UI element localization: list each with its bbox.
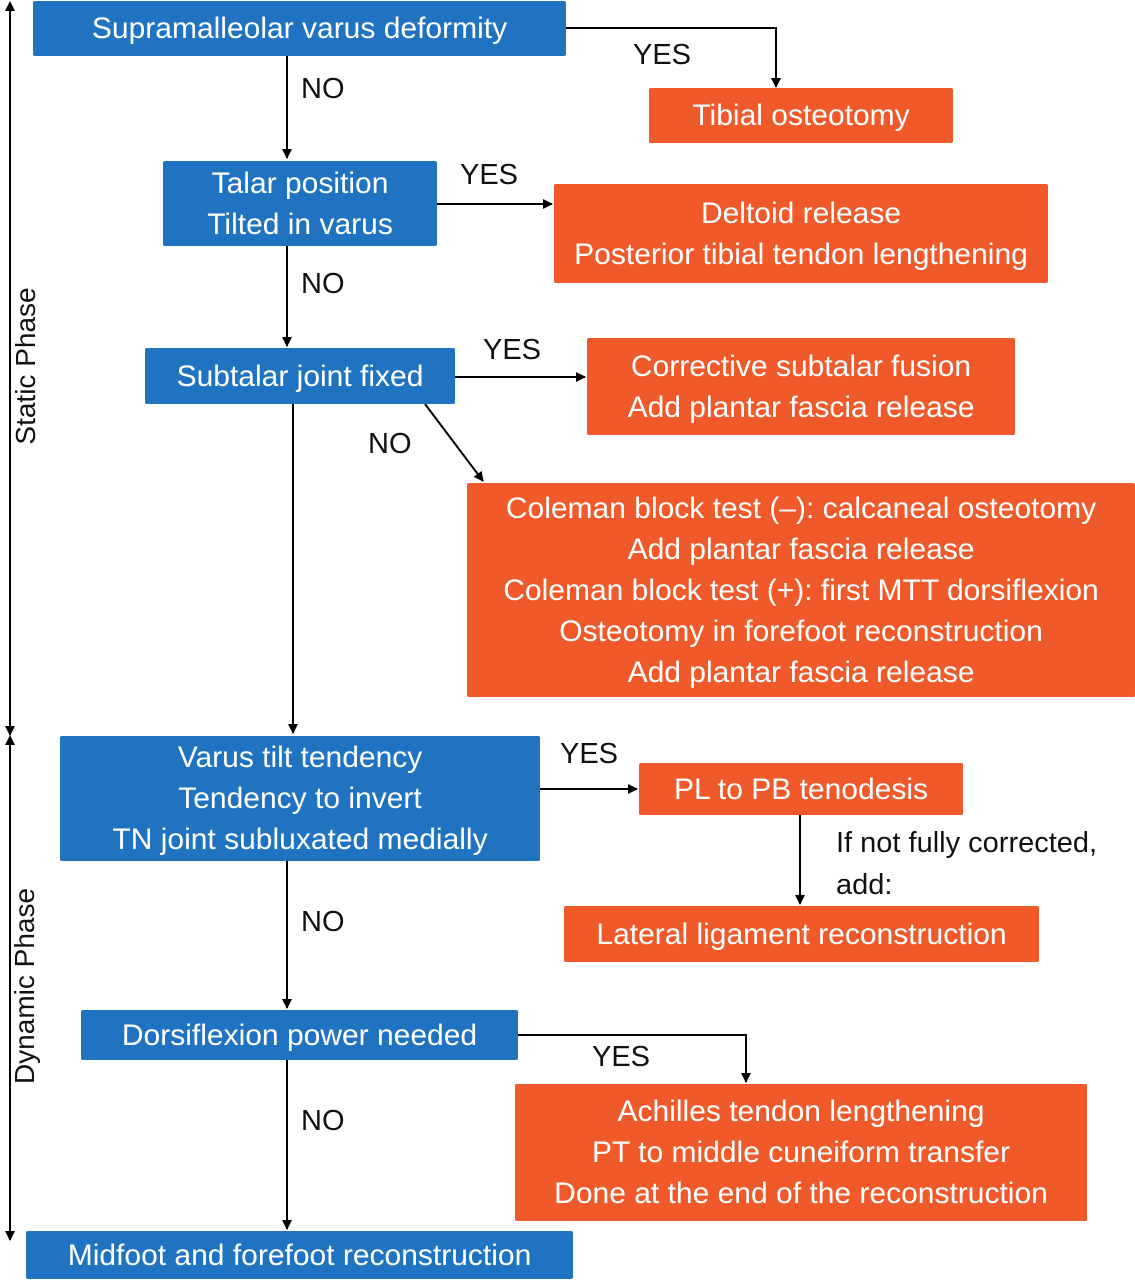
tibial-osteotomy-box-line-1: Tibial osteotomy	[692, 99, 910, 132]
talar-position-box-line-2: Tilted in varus	[207, 207, 393, 241]
coleman-block-box-line-1: Coleman block test (–): calcaneal osteot…	[505, 491, 1097, 525]
coleman-block-box-line-3: Coleman block test (+): first MTT dorsif…	[503, 573, 1099, 607]
dorsiflexion-power-box-line-1: Dorsiflexion power needed	[121, 1018, 478, 1052]
if-not-corrected-line-1: If not fully corrected,	[836, 827, 1098, 859]
yes-label-dorsiflexion: YES	[592, 1041, 651, 1073]
no-label-talar: NO	[301, 268, 345, 300]
no-label-varus: NO	[301, 906, 345, 938]
supramalleolar-box: Supramalleolar varus deformity	[33, 1, 566, 56]
arrow-supramalleolar-yes	[566, 27, 781, 88]
achilles-box-line-3: Done at the end of the reconstruction	[554, 1177, 1048, 1210]
tibial-osteotomy-box: Tibial osteotomy	[649, 88, 953, 143]
varus-tilt-box-line-3: TN joint subluxated medially	[112, 823, 488, 856]
if-not-corrected-label: If not fully corrected, add:	[836, 822, 1097, 906]
yes-label-talar: YES	[460, 159, 519, 191]
pl-pb-tenodesis-box-line-1: PL to PB tenodesis	[673, 772, 929, 806]
talar-position-box-line-1: Talar position	[211, 166, 389, 200]
yes-label-subtalar: YES	[483, 334, 542, 366]
no-label-subtalar: NO	[368, 428, 412, 460]
subtalar-joint-box-line-1: Subtalar joint fixed	[176, 359, 424, 393]
coleman-block-box-line-5: Add plantar fascia release	[627, 655, 975, 689]
yes-label-supramalleolar: YES	[633, 39, 692, 71]
corrective-fusion-box-line-2: Add plantar fascia release	[627, 390, 975, 424]
yes-label-varus: YES	[560, 738, 619, 770]
midfoot-forefoot-box-line-1: Midfoot and forefoot reconstruction	[67, 1238, 532, 1272]
if-not-corrected-line-2: add:	[836, 869, 893, 901]
no-label-supramalleolar: NO	[301, 73, 345, 105]
no-label-dorsiflexion: NO	[301, 1105, 345, 1137]
varus-tilt-box-line-2: Tendency to invert	[178, 782, 422, 815]
achilles-box-line-2: PT to middle cuneiform transfer	[592, 1136, 1010, 1169]
achilles-box: Achilles tendon lengthening PT to middle …	[515, 1084, 1087, 1221]
midfoot-forefoot-box: Midfoot and forefoot reconstruction	[26, 1231, 573, 1279]
coleman-block-box-line-2: Add plantar fascia release	[627, 532, 975, 566]
achilles-box-line-1: Achilles tendon lengthening	[617, 1095, 985, 1128]
lateral-ligament-box: Lateral ligament reconstruction	[564, 906, 1039, 962]
coleman-block-box: Coleman block test (–): calcaneal osteot…	[467, 483, 1135, 697]
arrow-dorsiflexion-yes	[518, 1034, 751, 1083]
coleman-block-box-line-4: Osteotomy in forefoot reconstruction	[559, 614, 1043, 648]
subtalar-joint-box: Subtalar joint fixed	[145, 348, 455, 404]
varus-tilt-box-line-1: Varus tilt tendency	[177, 741, 423, 774]
deltoid-release-box-line-2: Posterior tibial tendon lengthening	[574, 237, 1028, 271]
supramalleolar-box-line-1: Supramalleolar varus deformity	[91, 12, 508, 45]
arrow-subtalar-no	[424, 403, 484, 482]
static-phase-label: Static Phase	[10, 287, 41, 445]
deltoid-release-box-line-1: Deltoid release	[700, 196, 902, 230]
lateral-ligament-box-line-1: Lateral ligament reconstruction	[596, 917, 1007, 951]
corrective-fusion-box-line-1: Corrective subtalar fusion	[630, 349, 972, 383]
dorsiflexion-power-box: Dorsiflexion power needed	[81, 1010, 518, 1060]
pl-pb-tenodesis-box: PL to PB tenodesis	[639, 763, 963, 815]
dynamic-phase-label: Dynamic Phase	[9, 887, 40, 1085]
